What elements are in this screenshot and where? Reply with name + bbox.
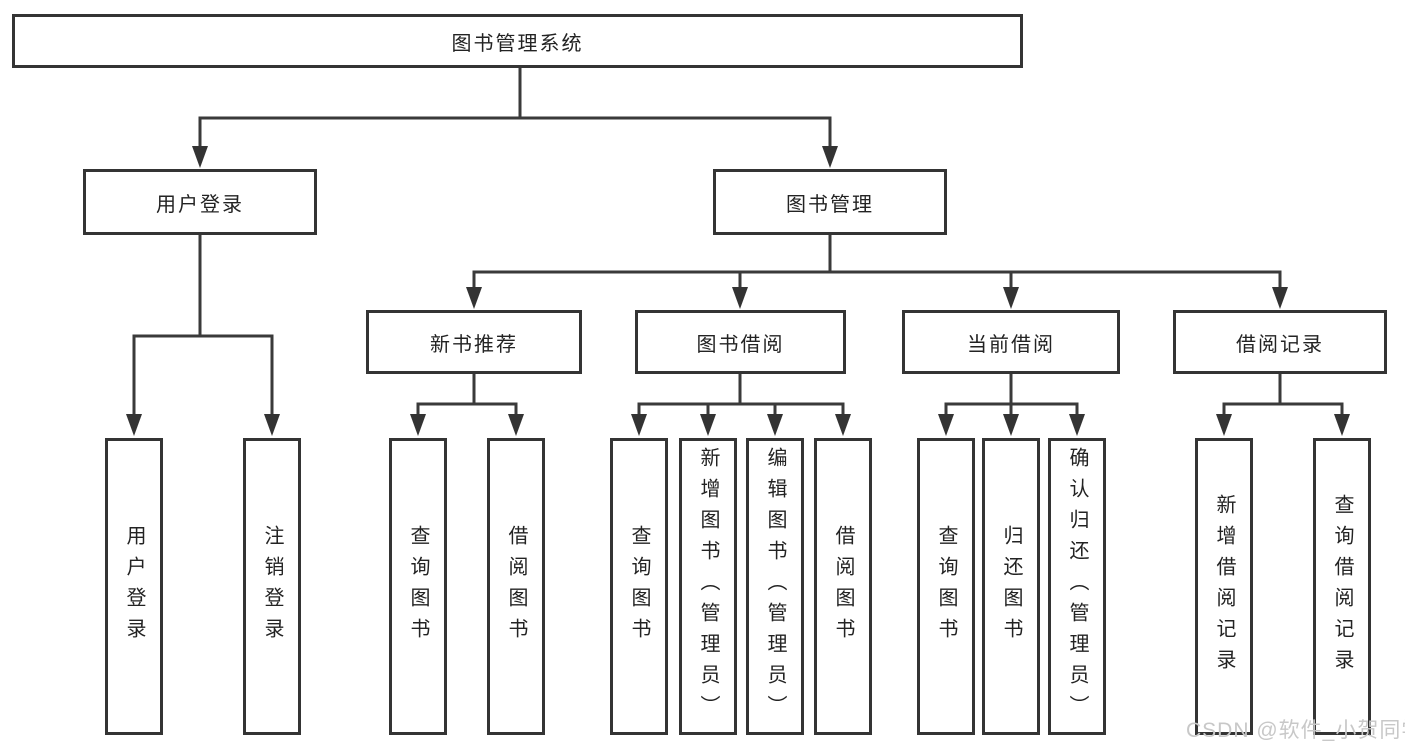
leaf-borrow-books-recommend: 借阅图书 [487, 438, 545, 735]
node-label: 用户登录 [123, 524, 145, 649]
node-label: 借阅图书 [505, 524, 527, 649]
node-user-login: 用户登录 [83, 169, 317, 235]
leaf-query-books-current: 查询图书 [917, 438, 975, 735]
node-label: 注销登录 [261, 524, 283, 649]
arrowhead-icon [1334, 414, 1350, 436]
arrowhead-icon [192, 146, 208, 168]
arrowhead-icon [822, 146, 838, 168]
node-label: 图书借阅 [696, 333, 785, 356]
node-label: 图书管理 [786, 193, 874, 216]
leaf-edit-book-admin: 编辑图书（管理员） [746, 438, 804, 735]
arrowhead-icon [1272, 287, 1288, 309]
leaf-query-books-recommend: 查询图书 [389, 438, 447, 735]
node-book-management: 图书管理 [713, 169, 947, 235]
connector-recommend-branch [416, 374, 518, 416]
arrowhead-icon [1003, 414, 1019, 436]
leaf-query-borrow-record: 查询借阅记录 [1313, 438, 1371, 735]
arrowhead-icon [1216, 414, 1232, 436]
node-label: 新增借阅记录 [1213, 493, 1235, 680]
arrowhead-icon [126, 414, 142, 436]
node-label: 查询图书 [935, 524, 957, 649]
node-book-borrowing: 图书借阅 [635, 310, 846, 374]
connector-records-branch [1222, 374, 1344, 416]
node-label: 新书推荐 [430, 333, 518, 356]
arrowhead-icon [410, 414, 426, 436]
leaf-confirm-return-admin: 确认归还（管理员） [1048, 438, 1106, 735]
leaf-add-borrow-record: 新增借阅记录 [1195, 438, 1253, 735]
connector-borrowing-branch [637, 374, 845, 416]
node-label: 查询图书 [407, 524, 429, 649]
arrowhead-icon [466, 287, 482, 309]
arrowhead-icon [264, 414, 280, 436]
leaf-add-book-admin: 新增图书（管理员） [679, 438, 737, 735]
node-library-system: 图书管理系统 [12, 14, 1023, 68]
node-label: 确认归还（管理员） [1066, 447, 1088, 726]
node-label: 查询借阅记录 [1331, 493, 1353, 680]
node-borrowing-records: 借阅记录 [1173, 310, 1387, 374]
node-label: 借阅图书 [832, 524, 854, 649]
arrowhead-icon [508, 414, 524, 436]
arrowhead-icon [1003, 287, 1019, 309]
leaf-user-login: 用户登录 [105, 438, 163, 735]
csdn-watermark: CSDN @软件_小贺同学 [1186, 719, 1405, 742]
arrowhead-icon [938, 414, 954, 436]
node-label: 查询图书 [628, 524, 650, 649]
arrowhead-icon [732, 287, 748, 309]
connector-book-management-branch [472, 235, 1282, 289]
node-label: 图书管理系统 [451, 32, 584, 55]
arrowhead-icon [1069, 414, 1085, 436]
node-label: 归还图书 [1000, 524, 1022, 649]
connector-root-branch [198, 68, 832, 148]
node-label: 用户登录 [156, 193, 244, 216]
arrowhead-icon [835, 414, 851, 436]
node-current-borrowing: 当前借阅 [902, 310, 1120, 374]
arrowhead-icon [631, 414, 647, 436]
leaf-return-book: 归还图书 [982, 438, 1040, 735]
node-label: 编辑图书（管理员） [764, 447, 786, 726]
node-label: 新增图书（管理员） [697, 447, 719, 726]
arrowhead-icon [700, 414, 716, 436]
connector-user-login-branch [132, 235, 274, 416]
leaf-logout: 注销登录 [243, 438, 301, 735]
node-label: 借阅记录 [1236, 333, 1324, 356]
leaf-borrow-books-borrowing: 借阅图书 [814, 438, 872, 735]
leaf-query-books-borrowing: 查询图书 [610, 438, 668, 735]
node-label: 当前借阅 [967, 333, 1055, 356]
connector-current-branch [944, 374, 1079, 416]
node-new-book-recommendation: 新书推荐 [366, 310, 582, 374]
arrowhead-icon [767, 414, 783, 436]
